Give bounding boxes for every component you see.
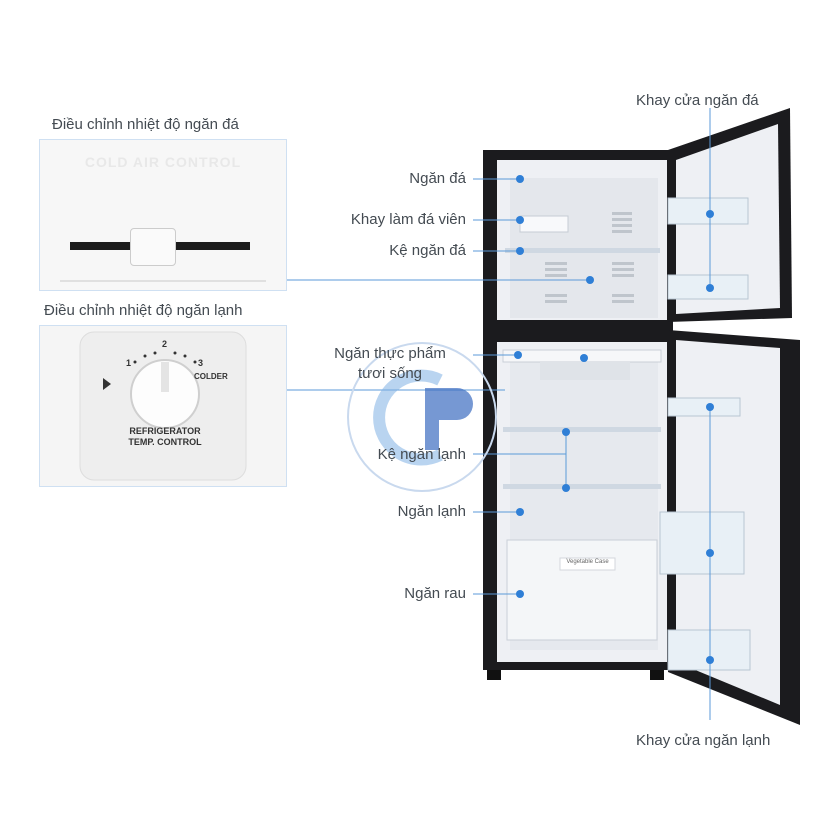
dial-arrow	[103, 378, 111, 390]
label-fresh-food-2: tươi sống	[357, 365, 423, 382]
fridge-shelf-1	[503, 427, 661, 432]
dial-graphic	[79, 331, 247, 481]
dial-ticks	[133, 351, 197, 364]
dot-freezer-shelf	[516, 247, 524, 255]
label-fresh-food-1: Ngăn thực phẩm	[334, 345, 446, 362]
dial-label-line1: REFRIGERATOR	[129, 426, 201, 436]
dot-freezer	[516, 175, 524, 183]
fridge-door-tray-1	[667, 397, 741, 417]
leader-lines	[287, 108, 711, 720]
dial-label-line2: TEMP. CONTROL	[128, 437, 202, 447]
foot-right	[650, 670, 664, 680]
fridge-control-panel: 1 2 3 COLDER REFRIGERATOR TEMP. CONTROL	[39, 325, 287, 487]
fridge-shelf-2	[503, 484, 661, 489]
callout-dots	[514, 175, 714, 664]
dial-number-2: 2	[162, 339, 168, 349]
fridge-door-tray-2	[659, 511, 745, 575]
label-freezer-shelf: Kệ ngăn đá	[389, 242, 466, 259]
dot-fridge-door-2	[706, 549, 714, 557]
dot-fridge-door-3	[706, 656, 714, 664]
watermark-logo	[345, 340, 500, 495]
label-fridge: Ngăn lạnh	[397, 503, 466, 520]
dial-number-1: 1	[126, 358, 132, 368]
dot-freezer-door-1	[706, 210, 714, 218]
label-fridge-shelf: Kệ ngăn lạnh	[377, 446, 466, 463]
label-fridge-door-tray: Khay cửa ngăn lạnh	[636, 732, 771, 749]
dot-freezer-control	[586, 276, 594, 284]
label-ice-tray: Khay làm đá viên	[350, 211, 466, 228]
freezer-slider-knob	[130, 228, 176, 266]
dot-fresh-food	[514, 351, 522, 359]
freezer-control-title: Điều chỉnh nhiệt độ ngăn đá	[52, 116, 239, 133]
dial-grip	[161, 362, 169, 392]
dot-fresh-food-2	[580, 354, 588, 362]
dot-fridge	[516, 508, 524, 516]
dot-ice-tray	[516, 216, 524, 224]
fresh-tray-box	[540, 362, 630, 380]
dot-freezer-door-2	[706, 284, 714, 292]
dot-fridge-door-1	[706, 403, 714, 411]
watermark-logo-svg	[347, 342, 497, 492]
ice-tray-shape	[519, 215, 569, 233]
dot-shelf-2	[562, 484, 570, 492]
label-freezer-door-tray: Khay cửa ngăn đá	[636, 92, 759, 109]
cold-air-control-text: COLD AIR CONTROL	[84, 154, 242, 170]
label-veg-drawer: Ngăn rau	[404, 585, 466, 602]
label-freezer: Ngăn đá	[409, 170, 466, 187]
compartment-divider	[497, 320, 667, 342]
dial-colder: COLDER	[194, 372, 228, 381]
fridge-door-tray-3	[667, 629, 751, 671]
freezer-vents	[545, 212, 634, 303]
freezer-shelf-plate	[505, 248, 660, 253]
dot-veg	[516, 590, 524, 598]
veg-drawer-shape	[506, 539, 658, 641]
veg-case-tag-box	[559, 557, 616, 571]
veg-case-tag: Vegetable Case	[566, 559, 609, 565]
fridge-control-title: Điều chỉnh nhiệt độ ngăn lạnh	[44, 302, 243, 319]
foot-left	[487, 670, 501, 680]
dot-shelf-1	[562, 428, 570, 436]
panel-edge	[60, 280, 266, 282]
freezer-control-panel: COLD AIR CONTROL	[39, 139, 287, 291]
dial-knob	[130, 359, 200, 429]
dial-number-3: 3	[198, 358, 204, 368]
